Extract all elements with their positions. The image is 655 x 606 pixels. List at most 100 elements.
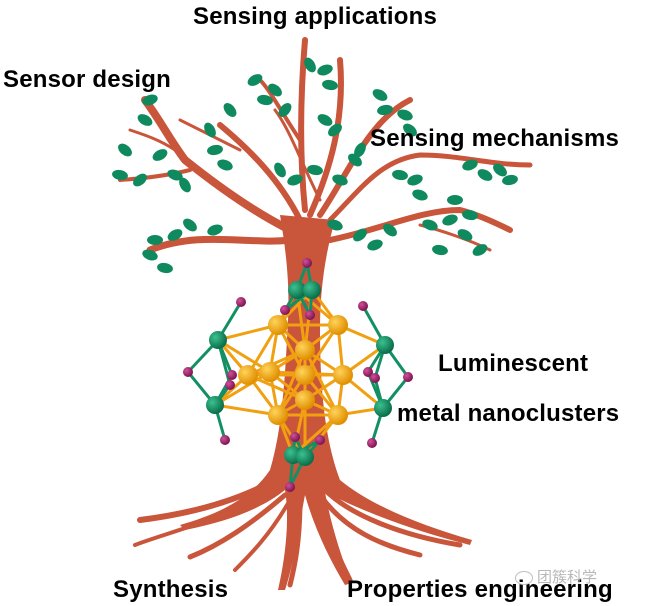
leaf — [204, 122, 216, 138]
gold-atom — [260, 362, 280, 382]
leaf — [247, 74, 263, 86]
magenta-atom — [363, 367, 373, 377]
leaf — [322, 79, 338, 91]
wechat-icon — [515, 570, 533, 585]
bond — [303, 348, 340, 417]
magenta-atom — [236, 297, 246, 307]
leaf — [317, 114, 333, 126]
gold-atom — [268, 315, 288, 335]
leaf — [167, 229, 183, 241]
gold-atom — [328, 405, 348, 425]
leaf — [207, 224, 223, 236]
leaf — [412, 189, 428, 201]
gold-atom — [238, 365, 258, 385]
leaf — [287, 174, 303, 186]
watermark: 团簇科学 — [515, 566, 597, 587]
magenta-atom — [225, 380, 235, 390]
leaf — [472, 244, 488, 256]
bond — [213, 370, 272, 407]
magenta-atom — [315, 435, 325, 445]
leaf — [137, 114, 153, 126]
leaf — [353, 228, 367, 242]
leaf — [183, 218, 197, 232]
gold-atom — [295, 365, 315, 385]
leaf — [304, 57, 316, 73]
leaf — [397, 109, 413, 121]
leaf — [502, 174, 518, 186]
leaf — [377, 104, 393, 116]
gold-atom — [295, 390, 315, 410]
leaf — [317, 64, 333, 76]
leaf — [133, 173, 147, 187]
bond — [276, 348, 307, 417]
magenta-atom — [280, 305, 290, 315]
leaf — [157, 262, 173, 274]
green-atom — [376, 336, 394, 354]
magenta-atom — [367, 438, 377, 448]
gold-atom — [295, 340, 315, 360]
leaf — [407, 174, 423, 186]
magenta-atom — [370, 373, 380, 383]
label-properties-engineering: Properties engineering — [347, 576, 613, 603]
watermark-text: 团簇科学 — [537, 568, 598, 586]
leaf — [328, 123, 342, 137]
leaf — [477, 169, 493, 181]
leaf — [307, 164, 323, 176]
leaf — [207, 144, 223, 156]
magenta-atom — [358, 301, 368, 311]
label-synthesis: Synthesis — [113, 576, 229, 603]
tree-roots — [133, 477, 463, 588]
green-atom — [303, 281, 321, 299]
leaf — [217, 159, 233, 171]
leaf — [179, 177, 191, 193]
leaf — [383, 223, 397, 237]
green-atom — [374, 399, 392, 417]
leaf — [367, 239, 383, 251]
magenta-atom — [285, 482, 295, 492]
leaf — [457, 229, 473, 241]
leaf — [327, 219, 343, 231]
leaf — [422, 219, 438, 231]
leaf — [257, 94, 273, 106]
leaf — [223, 103, 237, 117]
leaf — [112, 169, 128, 181]
leaf — [462, 159, 478, 171]
leaf — [332, 174, 348, 186]
label-metal-nanoclusters: metal nanoclusters — [397, 400, 620, 427]
leaf — [118, 143, 132, 157]
leaf — [442, 214, 458, 226]
gold-atom — [268, 405, 288, 425]
label-sensor-design: Sensor design — [3, 66, 171, 93]
bond — [216, 323, 280, 342]
label-sensing-mechanisms: Sensing mechanisms — [370, 125, 620, 152]
leaf — [372, 89, 388, 101]
leaf — [354, 142, 366, 158]
bond — [216, 338, 272, 374]
magenta-atom — [290, 432, 300, 442]
magenta-atom — [220, 435, 230, 445]
green-atom — [209, 331, 227, 349]
leaf — [278, 103, 292, 117]
leaf — [462, 209, 478, 221]
label-sensing-applications: Sensing applications — [193, 3, 438, 30]
leaf — [274, 162, 286, 178]
leaf — [403, 123, 417, 137]
green-atom — [296, 448, 314, 466]
green-atom — [288, 281, 306, 299]
leaf — [268, 83, 282, 97]
leaves — [112, 57, 518, 274]
leaf — [147, 235, 163, 245]
magenta-atom — [227, 370, 237, 380]
leaf — [142, 249, 158, 261]
magenta-atom — [302, 258, 312, 268]
green-atom — [206, 396, 224, 414]
gold-atom — [328, 315, 348, 335]
leaf — [167, 169, 183, 181]
tree-trunk — [180, 215, 472, 590]
leaf — [392, 169, 408, 181]
leaf — [447, 195, 463, 205]
gold-atom — [333, 365, 353, 385]
magenta-atom — [305, 310, 315, 320]
bond — [213, 403, 280, 417]
